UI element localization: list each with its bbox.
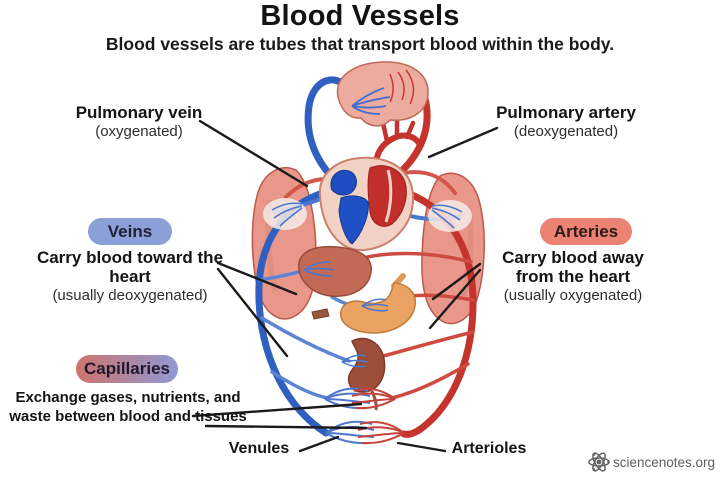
capillaries-pointer-line-1: [191, 402, 363, 418]
capillary-bed-upper: [324, 387, 396, 410]
arteries-note: (usually oxygenated): [503, 287, 643, 304]
liver-illustration: [298, 245, 372, 297]
pointer-lines: [191, 119, 499, 453]
pulmonary-artery-label: Pulmonary artery: [496, 103, 636, 122]
arterioles-label: Arterioles: [451, 440, 527, 457]
brain-illustration: [336, 61, 429, 127]
stomach-illustration: [311, 273, 416, 334]
veins-pointer-line-1: [216, 261, 298, 296]
capillaries-pointer-line-2: [204, 424, 368, 430]
veins-description: Carry blood toward the heart: [36, 248, 224, 286]
watermark: sciencenotes.org: [587, 450, 715, 474]
veins-note: (usually deoxygenated): [52, 287, 208, 304]
capillaries-callout: Exchange gases, nutrients, and waste bet…: [2, 388, 254, 426]
page-title: Blood Vessels: [260, 0, 460, 32]
heart-illustration: [318, 156, 415, 252]
arteries-pointer-line-2: [428, 268, 482, 330]
pulmonary-artery-pointer-line: [427, 126, 499, 159]
pulmonary-vein-pointer-line: [198, 119, 309, 188]
capillaries-badge: Capillaries: [76, 355, 178, 383]
venules-label: Venules: [228, 440, 290, 457]
pulmonary-artery-callout: Pulmonary artery (deoxygenated): [495, 103, 637, 140]
arterioles-pointer-line: [396, 441, 447, 453]
veins-callout: Carry blood toward the heart (usually de…: [35, 248, 225, 304]
page-subtitle: Blood vessels are tubes that transport b…: [105, 34, 615, 54]
arteries-description: Carry blood away from the heart: [502, 248, 644, 286]
vein-vessels: [304, 76, 356, 190]
lung-capillary-tufts: [263, 198, 472, 232]
capillary-bed-lower: [325, 420, 405, 445]
veins-badge: Veins: [88, 218, 172, 245]
pulmonary-artery-note: (deoxygenated): [513, 123, 619, 140]
arteries-pointer-line-1: [431, 262, 482, 301]
pulmonary-vein-note: (oxygenated): [95, 123, 183, 140]
watermark-text: sciencenotes.org: [612, 454, 715, 470]
capillaries-description: Exchange gases, nutrients, and waste bet…: [9, 389, 247, 425]
atom-icon: [588, 452, 610, 472]
pulmonary-vein-label: Pulmonary vein: [75, 103, 203, 122]
arteries-callout: Carry blood away from the heart (usually…: [482, 248, 664, 304]
pulmonary-vein-callout: Pulmonary vein (oxygenated): [73, 103, 205, 140]
arteries-badge: Arteries: [540, 218, 632, 245]
veins-pointer-line-2: [216, 267, 289, 358]
venules-pointer-line: [298, 435, 340, 453]
